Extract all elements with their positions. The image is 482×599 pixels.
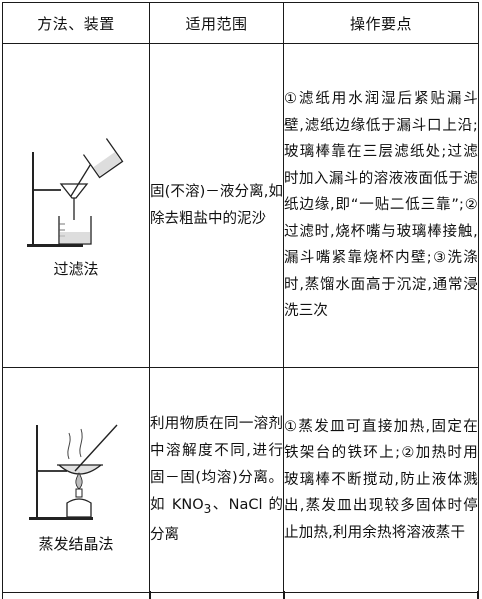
header-points: 操作要点 [283, 2, 479, 44]
method-cell: 过滤法 [2, 43, 150, 368]
scope-cell: 利用物质在同一溶剂中溶解度不同,进行固－固(均溶)分离。如 KNO3、NaCl … [149, 367, 284, 593]
column-divider [283, 591, 285, 599]
header-scope: 适用范围 [149, 2, 284, 44]
scope-subscript: 3 [203, 501, 212, 516]
scope-cell: 固(不溶)－液分离,如除去粗盐中的泥沙 [149, 43, 284, 368]
method-name: 过滤法 [53, 260, 99, 278]
scope-text: 利用物质在同一溶剂中溶解度不同,进行固－固(均溶)分离。如 KNO [150, 415, 283, 513]
header-row: 方法、装置 适用范围 操作要点 [2, 2, 479, 44]
filtration-apparatus-icon [27, 138, 124, 247]
next-row-stub [2, 591, 479, 599]
header-method: 方法、装置 [2, 2, 150, 44]
points-cell: ①滤纸用水润湿后紧贴漏斗壁,滤纸边缘低于漏斗口上沿;玻璃棒靠在三层滤纸处;过滤时… [283, 43, 479, 368]
evaporation-apparatus-icon [29, 424, 118, 520]
method-name: 蒸发结晶法 [38, 534, 114, 553]
table-row: 过滤法 固(不溶)－液分离,如除去粗盐中的泥沙 ①滤纸用水润湿后紧贴漏斗壁,滤纸… [2, 43, 479, 368]
scope-text-end: 、NaCl 的分离 [150, 496, 283, 544]
separation-methods-table: 方法、装置 适用范围 操作要点 [2, 2, 479, 593]
column-divider [149, 591, 151, 599]
method-cell: 蒸发结晶法 [2, 367, 150, 593]
table-row: 蒸发结晶法 利用物质在同一溶剂中溶解度不同,进行固－固(均溶)分离。如 KNO3… [2, 367, 479, 593]
points-cell: ①蒸发皿可直接加热,固定在铁架台的铁环上;②加热时用玻璃棒不断搅动,防止液体溅出… [283, 367, 479, 593]
column-divider [477, 591, 479, 599]
